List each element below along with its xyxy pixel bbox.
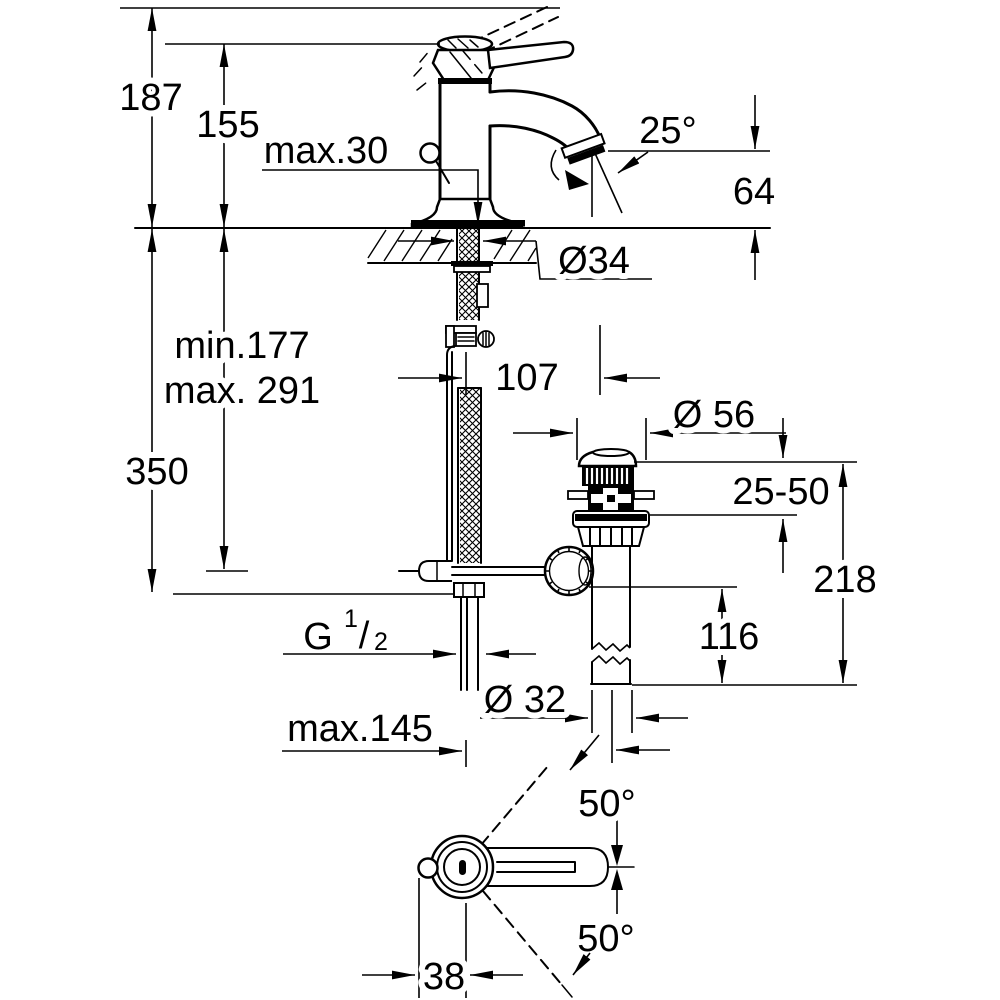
- dim-350-label: 350: [125, 451, 188, 493]
- swivel-range-dashed: [480, 765, 573, 998]
- popup-waste-head: [567, 448, 655, 547]
- dim-116-label: 116: [699, 616, 760, 658]
- mounting-washer: [451, 261, 493, 266]
- dim-155-label: 155: [196, 104, 259, 146]
- handle-raised-dashed: [471, 6, 559, 53]
- mounting-clamp: [445, 325, 495, 348]
- dim-dia56-label: Ø 56: [673, 394, 755, 436]
- threaded-shank: [459, 229, 478, 320]
- flexible-supply-hose: [457, 387, 482, 564]
- spout: [488, 89, 606, 165]
- dim-50deg-top-label: 50°: [578, 783, 635, 825]
- dim-max291-label: max. 291: [164, 370, 320, 412]
- aerator: [560, 132, 606, 165]
- faucet-front-view: [410, 6, 606, 229]
- dim-218-label: 218: [813, 559, 876, 601]
- dim-38-label: 38: [423, 956, 465, 998]
- dim-max30-label: max.30: [264, 130, 389, 172]
- popup-drain-assembly: [398, 448, 655, 685]
- dim-min177-label: min.177: [174, 325, 309, 367]
- handle-top-view: [417, 765, 635, 998]
- drain-tailpipe: [590, 545, 632, 685]
- top-view-knob: [417, 857, 439, 879]
- dim-max145-label: max.145: [287, 708, 433, 750]
- rod-coupling-wheel: [543, 545, 595, 597]
- popup-pull-rod: [446, 345, 456, 562]
- popup-pull-knob: [419, 142, 450, 184]
- thread-sub: 2: [374, 628, 388, 656]
- thread-sup: 1: [344, 605, 358, 633]
- dim-50deg-bottom-label: 50°: [577, 918, 634, 960]
- mounting-deck: [134, 227, 771, 264]
- thread-g: G: [303, 616, 333, 658]
- angle-vertex-arrows: [611, 820, 623, 914]
- supply-shank-and-hose: [445, 227, 495, 691]
- lever-top-view-slot: [496, 861, 635, 873]
- dim-2550-label: 25-50: [732, 471, 829, 513]
- water-flow-arrow: [550, 149, 589, 190]
- mounting-nut: [476, 283, 489, 308]
- dim-dia32-label: Ø 32: [484, 679, 566, 721]
- handle-hub-slot: [459, 860, 466, 875]
- dim-107-label: 107: [495, 357, 558, 399]
- dim-187-label: 187: [119, 77, 182, 119]
- handle-lever: [413, 35, 575, 91]
- dim-25deg-label: 25°: [639, 110, 696, 152]
- thread-slash: /: [359, 615, 370, 657]
- hose-connector-nut: [453, 582, 485, 691]
- dim-64-label: 64: [733, 171, 775, 213]
- deck-hatching: [367, 229, 537, 262]
- dim-dia34-label: Ø34: [558, 240, 630, 282]
- dim-thread-label: G 1 / 2: [297, 599, 394, 664]
- popup-horizontal-rod: [398, 560, 549, 582]
- escutcheon-base: [410, 197, 525, 229]
